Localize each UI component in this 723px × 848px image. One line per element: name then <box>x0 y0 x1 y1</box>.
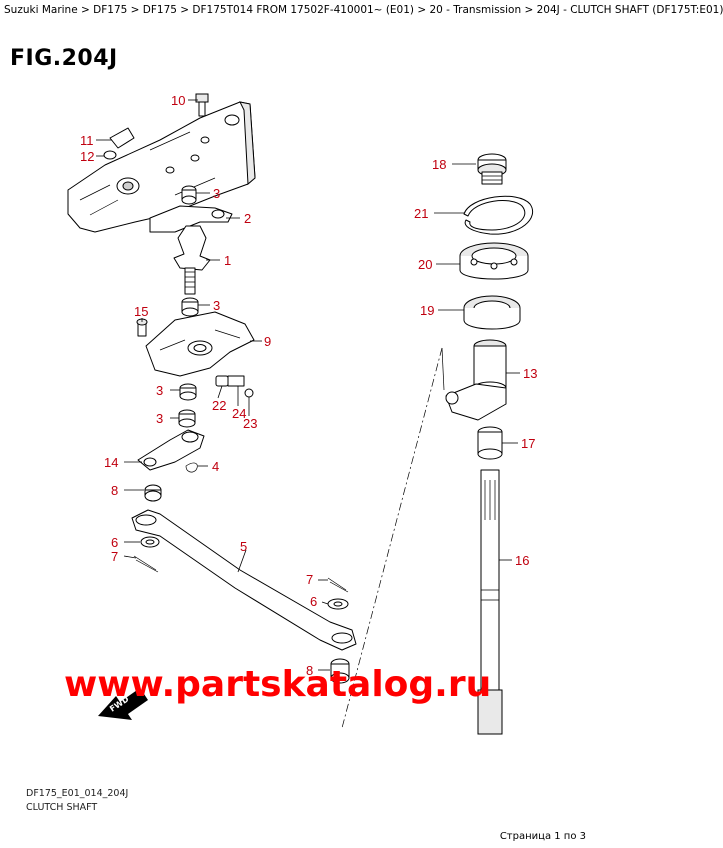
breadcrumb[interactable]: Suzuki Marine > DF175 > DF175 > DF175T01… <box>4 4 723 16</box>
callout-12[interactable]: 12 <box>80 149 94 164</box>
callout-3-upper[interactable]: 3 <box>213 186 220 201</box>
callout-17[interactable]: 17 <box>521 436 535 451</box>
bushing-17[interactable] <box>477 426 503 460</box>
arm-14[interactable] <box>137 429 205 471</box>
callout-16[interactable]: 16 <box>515 553 529 568</box>
callout-13[interactable]: 13 <box>523 366 537 381</box>
washer-8-upper[interactable] <box>144 484 162 502</box>
figure-title: FIG.204J <box>10 46 118 71</box>
bracket-9[interactable] <box>145 311 255 377</box>
callout-6-right[interactable]: 6 <box>310 594 317 609</box>
bolt-10[interactable] <box>195 93 209 117</box>
leader-lines <box>96 99 520 671</box>
shift-bracket[interactable] <box>67 101 256 233</box>
watermark: www.partskatalog.ru <box>64 664 491 705</box>
cotter-pin-7-left[interactable] <box>133 555 159 573</box>
callout-15[interactable]: 15 <box>134 304 148 319</box>
callout-11[interactable]: 11 <box>80 133 94 148</box>
drawing-code: DF175_E01_014_204J <box>26 788 129 799</box>
callout-8-upper[interactable]: 8 <box>111 483 118 498</box>
callout-3-lower-b[interactable]: 3 <box>156 411 163 426</box>
washer-12[interactable] <box>103 150 117 160</box>
callout-9[interactable]: 9 <box>264 334 271 349</box>
callout-10[interactable]: 10 <box>171 93 185 108</box>
plate-11[interactable] <box>109 127 135 149</box>
callout-1[interactable]: 1 <box>224 253 231 268</box>
callout-2[interactable]: 2 <box>244 211 251 226</box>
callout-8-lower[interactable]: 8 <box>306 663 313 678</box>
bushing-3-lower-b[interactable] <box>178 409 196 428</box>
callout-24[interactable]: 24 <box>232 406 246 421</box>
callout-22[interactable]: 22 <box>212 398 226 413</box>
plug-18[interactable] <box>477 153 507 185</box>
callout-3-mid[interactable]: 3 <box>213 298 220 313</box>
clutch-shaft-16[interactable] <box>477 469 503 735</box>
callout-7-left[interactable]: 7 <box>111 549 118 564</box>
callouts: 10 11 12 3 2 1 3 15 9 3 22 24 23 3 14 4 … <box>80 93 537 678</box>
callout-6-left[interactable]: 6 <box>111 535 118 550</box>
bushing-3-upper[interactable] <box>181 185 197 205</box>
parts-diagram: FWD 10 11 12 3 <box>64 93 537 735</box>
callout-7-right[interactable]: 7 <box>306 572 313 587</box>
oil-seal-19[interactable] <box>463 295 521 330</box>
callout-23[interactable]: 23 <box>243 416 257 431</box>
callout-19[interactable]: 19 <box>420 303 434 318</box>
washer-6-left[interactable] <box>140 536 160 548</box>
shift-rod-5[interactable] <box>131 509 357 651</box>
bearing-20[interactable] <box>459 242 529 280</box>
pager[interactable]: Страница 1 по 3 <box>499 831 586 842</box>
fwd-arrow-icon: FWD <box>98 688 148 720</box>
detent-22-24-23[interactable] <box>215 375 254 398</box>
bushing-8-lower[interactable] <box>330 658 350 684</box>
clip-4[interactable] <box>185 462 198 473</box>
washer-6-right[interactable] <box>327 598 349 610</box>
cotter-pin-7-right[interactable] <box>327 577 349 593</box>
lever-2[interactable] <box>149 205 233 233</box>
callout-5[interactable]: 5 <box>240 539 247 554</box>
callout-3-lower-a[interactable]: 3 <box>156 383 163 398</box>
callout-14[interactable]: 14 <box>104 455 118 470</box>
callout-4[interactable]: 4 <box>212 459 219 474</box>
clutch-cam-13[interactable] <box>445 339 507 421</box>
callout-18[interactable]: 18 <box>432 157 446 172</box>
circlip-21[interactable] <box>463 195 533 235</box>
callout-21[interactable]: 21 <box>414 206 428 221</box>
bushing-3-mid[interactable] <box>181 297 199 317</box>
callout-20[interactable]: 20 <box>418 257 432 272</box>
drawing-caption: CLUTCH SHAFT <box>26 802 98 813</box>
bushing-3-lower-a[interactable] <box>179 383 197 401</box>
shift-shaft-1[interactable] <box>173 225 211 295</box>
